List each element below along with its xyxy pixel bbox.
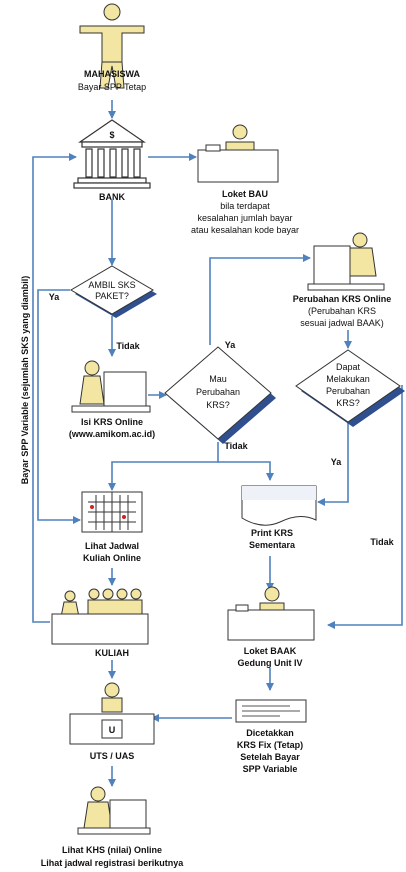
dapat-line-1: Dapat (336, 362, 361, 372)
bank-title: BANK (99, 192, 125, 202)
label-ya-ambil: Ya (49, 292, 61, 302)
mau-perubahan-line-1: Mau (209, 374, 227, 384)
khs-title: Lihat KHS (nilai) Online (62, 845, 162, 855)
computer-user-icon (307, 232, 385, 291)
officer-desk-icon (197, 124, 279, 183)
khs-subtitle: Lihat jadwal registrasi berikutnya (41, 858, 185, 868)
node-isi-krs: Isi KRS Online (www.amikom.ac.id) (69, 360, 155, 439)
print-krs-title: Print KRS (251, 528, 293, 538)
classroom-icon (51, 588, 149, 645)
mahasiswa-subtitle: Bayar SPP Tetap (78, 82, 146, 92)
node-lihat-khs: Lihat KHS (nilai) Online Lihat jadwal re… (41, 786, 185, 868)
decision-ambil-sks: AMBIL SKS PAKET? (70, 265, 157, 318)
edge-mau-print (218, 461, 274, 481)
mahasiswa-title: MAHASISWA (84, 69, 141, 79)
node-print-krs: Print KRS Sementara (241, 485, 317, 550)
perubahan-krs-line-1: (Perubahan KRS (308, 306, 376, 316)
node-loket-baak: Loket BAAK Gedung Unit IV (227, 586, 315, 668)
computer-user-icon (71, 360, 151, 413)
dicetak-line-4: SPP Variable (243, 764, 298, 774)
perubahan-krs-line-2: sesuai jadwal BAAK) (300, 318, 384, 328)
kuliah-title: KULIAH (95, 648, 129, 658)
loket-baak-subtitle: Gedung Unit IV (238, 658, 303, 668)
decision-mau-perubahan: Mau Perubahan KRS? (164, 346, 276, 444)
mau-perubahan-line-2: Perubahan (196, 387, 240, 397)
ambil-sks-line-2: PAKET? (95, 291, 129, 301)
bank-symbol: $ (109, 130, 114, 140)
officer-desk-icon (227, 586, 315, 641)
node-loket-bau: Loket BAU bila terdapat kesalahan jumlah… (191, 124, 299, 235)
uts-symbol: U (109, 725, 116, 735)
perubahan-krs-title: Perubahan KRS Online (293, 294, 392, 304)
node-mahasiswa: MAHASISWA Bayar SPP Tetap (78, 3, 146, 92)
edge-ambil-jadwal (37, 289, 81, 524)
edge-mau-perubahan (209, 254, 311, 345)
node-perubahan-krs: Perubahan KRS Online (Perubahan KRS sesu… (293, 232, 392, 328)
dapat-line-4: KRS? (336, 398, 360, 408)
dicetak-line-2: KRS Fix (Tetap) (237, 740, 303, 750)
node-dicetak: Dicetakkan KRS Fix (Tetap) Setelah Bayar… (235, 699, 307, 774)
mau-perubahan-line-3: KRS? (206, 400, 230, 410)
label-bayar-spp-variable: Bayar SPP Variable (sejumlah SKS yang di… (20, 276, 30, 484)
label-ya-mau: Ya (225, 340, 237, 350)
person-icon (79, 3, 145, 89)
dapat-line-3: Perubahan (326, 386, 370, 396)
exam-desk-icon (69, 682, 155, 745)
isi-krs-title: Isi KRS Online (81, 417, 143, 427)
node-kuliah: KULIAH (51, 588, 149, 658)
jadwal-title: Lihat Jadwal (85, 541, 139, 551)
node-bank: $ BANK (73, 119, 151, 202)
label-tidak-ambil: Tidak (116, 341, 140, 351)
printed-card-icon (235, 699, 307, 723)
node-lihat-jadwal: Lihat Jadwal Kuliah Online (81, 491, 143, 563)
dapat-line-2: Melakukan (326, 374, 370, 384)
edge-labels: Ya Tidak Ya Tidak Ya Tidak Bayar SPP Var… (20, 276, 395, 547)
edge-dapat-baak (327, 385, 403, 629)
loket-bau-line-2: kesalahan jumlah bayar (197, 213, 292, 223)
loket-baak-title: Loket BAAK (244, 646, 297, 656)
print-krs-subtitle: Sementara (249, 540, 296, 550)
dicetak-line-3: Setelah Bayar (240, 752, 300, 762)
jadwal-subtitle: Kuliah Online (83, 553, 141, 563)
isi-krs-subtitle: (www.amikom.ac.id) (69, 429, 155, 439)
loket-bau-line-3: atau kesalahan kode bayar (191, 225, 299, 235)
label-tidak-mau: Tidak (224, 441, 248, 451)
connectors (32, 100, 403, 787)
label-ya-dapat: Ya (331, 457, 343, 467)
edge-dapat-print (317, 422, 349, 506)
label-tidak-dapat: Tidak (370, 537, 394, 547)
decision-dapat-melakukan: Dapat Melakukan Perubahan KRS? (295, 349, 405, 427)
computer-user-icon (77, 786, 151, 835)
node-uts: U UTS / UAS (69, 682, 155, 761)
loket-bau-title: Loket BAU (222, 189, 268, 199)
edge-kuliah-loop (32, 153, 77, 623)
edge-mau-tidak (108, 442, 219, 491)
calendar-icon (81, 491, 143, 533)
bank-icon (73, 119, 151, 189)
dicetak-line-1: Dicetakkan (246, 728, 294, 738)
loket-bau-line-1: bila terdapat (220, 201, 270, 211)
uts-title: UTS / UAS (90, 751, 135, 761)
ambil-sks-line-1: AMBIL SKS (88, 280, 135, 290)
document-icon (241, 485, 317, 526)
